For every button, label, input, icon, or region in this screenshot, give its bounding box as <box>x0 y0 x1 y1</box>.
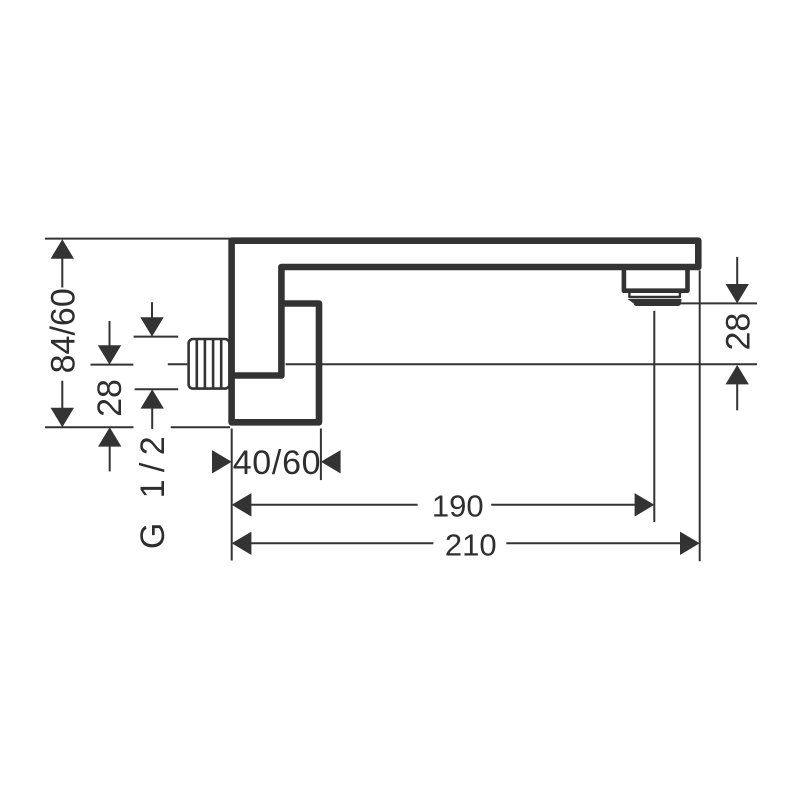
svg-text:G 1/2: G 1/2 <box>134 429 172 549</box>
svg-text:190: 190 <box>432 489 484 524</box>
svg-text:28: 28 <box>720 313 758 351</box>
svg-text:28: 28 <box>91 379 129 417</box>
svg-text:84/60: 84/60 <box>45 288 83 373</box>
svg-text:40/60: 40/60 <box>233 444 322 482</box>
svg-text:210: 210 <box>445 527 497 562</box>
